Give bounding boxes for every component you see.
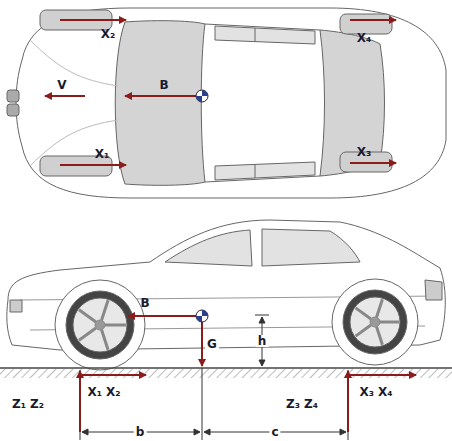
- force-label: X₄: [357, 32, 372, 44]
- center-of-gravity: [196, 90, 208, 102]
- force-label: X₂: [101, 28, 116, 40]
- force-label: Z₃ Z₄: [284, 398, 320, 410]
- ground-line: [0, 367, 452, 369]
- ground-hatch: [0, 369, 452, 378]
- car-top-view: [7, 8, 446, 198]
- height-dimension: h: [256, 335, 269, 347]
- force-label: Z₁ Z₂: [10, 398, 46, 410]
- distance-dimension: b: [134, 426, 147, 438]
- center-of-gravity: [196, 310, 208, 322]
- force-label: X₁: [95, 148, 110, 160]
- force-arrows-side: [80, 316, 416, 432]
- velocity-label: V: [57, 79, 66, 91]
- force-label: B: [159, 79, 168, 91]
- weight-label: G: [205, 338, 219, 350]
- force-label: X₃: [357, 146, 372, 158]
- dimension-lines: [80, 315, 348, 440]
- force-arrows-top: [45, 20, 396, 165]
- force-label: B: [140, 297, 149, 309]
- distance-dimension: c: [269, 426, 280, 438]
- car-side-view: [7, 220, 445, 370]
- force-label: X₁ X₂: [85, 386, 122, 398]
- force-label: X₃ X₄: [357, 386, 394, 398]
